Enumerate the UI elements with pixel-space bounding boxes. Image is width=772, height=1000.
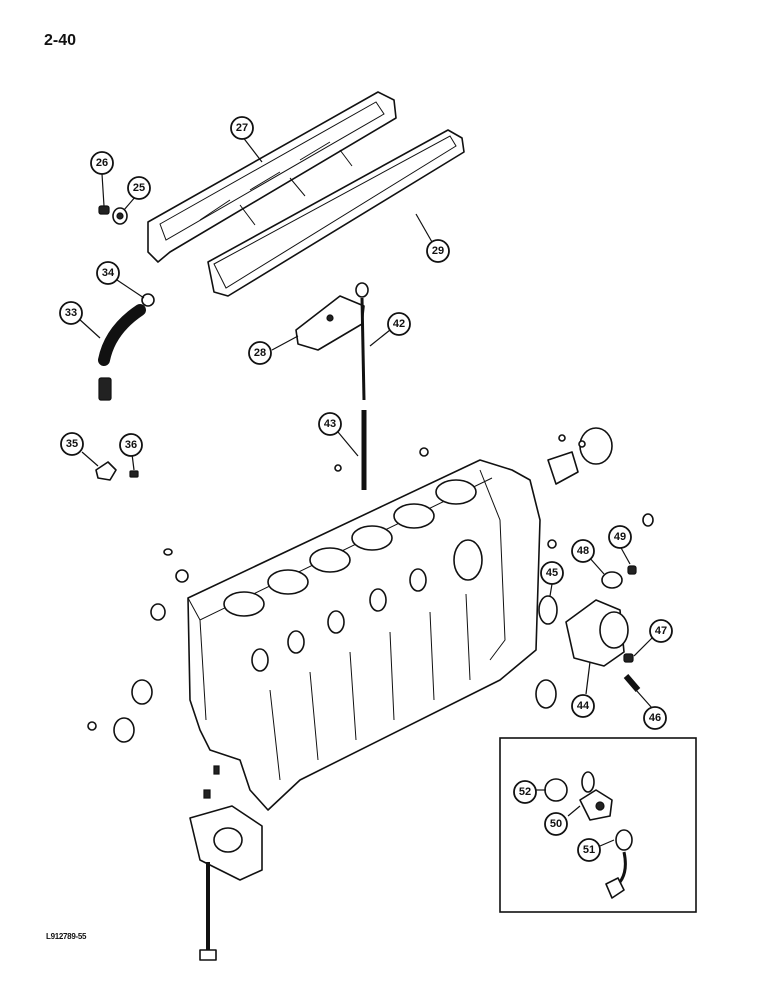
breather-hose	[98, 304, 146, 401]
callout-36-label: 36	[125, 439, 137, 451]
callout-43: 43	[318, 412, 342, 436]
leader-lines	[77, 135, 655, 847]
cylinder-block	[187, 459, 541, 811]
callout-45-label: 45	[546, 567, 558, 579]
callout-25: 25	[127, 176, 151, 200]
callout-34-label: 34	[102, 267, 115, 279]
callout-27: 27	[230, 116, 254, 140]
callout-26-label: 26	[96, 157, 108, 169]
cover-bolt	[98, 205, 110, 215]
figure-code: L912789-55	[46, 932, 87, 941]
callout-42: 42	[387, 312, 411, 336]
clip-part	[95, 461, 117, 481]
callout-52-label: 52	[519, 786, 531, 798]
bearing-cap	[189, 789, 263, 881]
callout-50: 50	[544, 812, 568, 836]
callout-49-label: 49	[614, 531, 626, 543]
callout-48-label: 48	[577, 545, 589, 557]
set-screw	[627, 565, 637, 575]
callout-34: 34	[96, 261, 120, 285]
callout-43-label: 43	[324, 418, 336, 430]
inset-detail	[499, 737, 697, 913]
callout-29-label: 29	[432, 245, 444, 257]
cover-gasket	[207, 129, 465, 297]
page-number: 2-40	[44, 32, 77, 49]
small-screw	[129, 470, 139, 478]
callout-29: 29	[426, 239, 450, 263]
callout-25-label: 25	[133, 182, 145, 194]
callout-28: 28	[248, 341, 272, 365]
callout-26: 26	[90, 151, 114, 175]
callout-47-label: 47	[655, 625, 667, 637]
callout-44: 44	[571, 694, 595, 718]
o-ring-seal	[538, 595, 558, 625]
filter-housing	[565, 599, 629, 667]
callout-33-label: 33	[65, 307, 77, 319]
dipstick	[355, 282, 369, 490]
callout-28-label: 28	[254, 347, 266, 359]
callout-52: 52	[513, 780, 537, 804]
callout-51: 51	[577, 838, 601, 862]
callout-46: 46	[643, 706, 667, 730]
callout-48: 48	[571, 539, 595, 563]
callout-46-label: 46	[649, 712, 661, 724]
callout-44-label: 44	[577, 700, 590, 712]
callout-51-label: 51	[583, 844, 595, 856]
plug-47	[623, 653, 634, 663]
valve-cover	[147, 91, 397, 263]
callout-35: 35	[60, 432, 84, 456]
callout-45: 45	[540, 561, 564, 585]
callout-33: 33	[59, 301, 83, 325]
hose-clamp	[141, 293, 155, 307]
cover-grommet	[112, 207, 128, 225]
callout-42-label: 42	[393, 318, 405, 330]
callout-27-label: 27	[236, 122, 248, 134]
callout-36: 36	[119, 433, 143, 457]
callout-49: 49	[608, 525, 632, 549]
callout-35-label: 35	[66, 438, 78, 450]
callout-50-label: 50	[550, 818, 562, 830]
callout-47: 47	[649, 619, 673, 643]
cover-plate	[295, 295, 365, 351]
cap-bolt	[199, 862, 217, 961]
loose-parts	[87, 427, 654, 775]
bolt-46	[623, 674, 641, 692]
bushing	[601, 571, 623, 589]
